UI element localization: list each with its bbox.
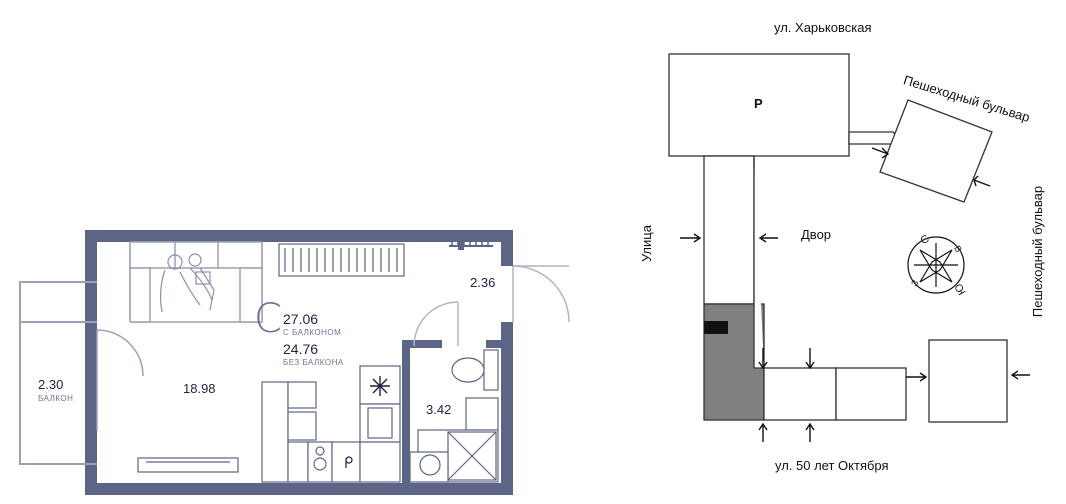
- balcony-area: 2.30: [38, 377, 64, 392]
- courtyard-label: Двор: [801, 227, 832, 242]
- parking-building: [668, 53, 850, 157]
- balcony-door: [96, 329, 144, 430]
- street-top-label: ул. Харьковская: [774, 20, 872, 35]
- balcony: [19, 281, 97, 465]
- apartment-class-letter: С: [254, 296, 282, 342]
- radiator: [278, 243, 405, 277]
- room-area-main: 18.98: [183, 381, 216, 396]
- bath-door: [413, 301, 459, 347]
- apartment-walls: [85, 230, 513, 495]
- access-arrows: [680, 147, 1030, 442]
- room-area-bath: 3.42: [426, 402, 452, 417]
- freezer-icon: [370, 376, 390, 396]
- room-area-hall: 2.36: [470, 275, 496, 290]
- with-balcony-label: С БАЛКОНОМ: [283, 328, 342, 337]
- without-balcony-label: БЕЗ БАЛКОНА: [283, 358, 344, 367]
- hall-rack: [449, 242, 493, 247]
- people-sketch: [159, 253, 215, 313]
- boulevard-label-right: Пешеходный бульвар: [1030, 185, 1046, 318]
- area-without-balcony: 24.76: [283, 341, 319, 357]
- main-building: [703, 155, 907, 421]
- compass-rose: [907, 236, 965, 294]
- bath-fixtures: [409, 349, 499, 483]
- parking-label: P: [754, 96, 763, 111]
- corner-building: [928, 339, 1008, 423]
- entrance-marker: [704, 321, 728, 334]
- street-bottom-label: ул. 50 лет Октября: [775, 458, 889, 473]
- entry-door: [512, 265, 570, 323]
- location-icon: [345, 456, 353, 468]
- boulevard-building: [879, 99, 993, 203]
- kitchen: [261, 365, 401, 483]
- tv-stand: [137, 457, 239, 473]
- area-with-balcony: 27.06: [283, 311, 319, 327]
- balcony-label: БАЛКОН: [38, 394, 74, 403]
- street-left-label: Улица: [638, 225, 654, 262]
